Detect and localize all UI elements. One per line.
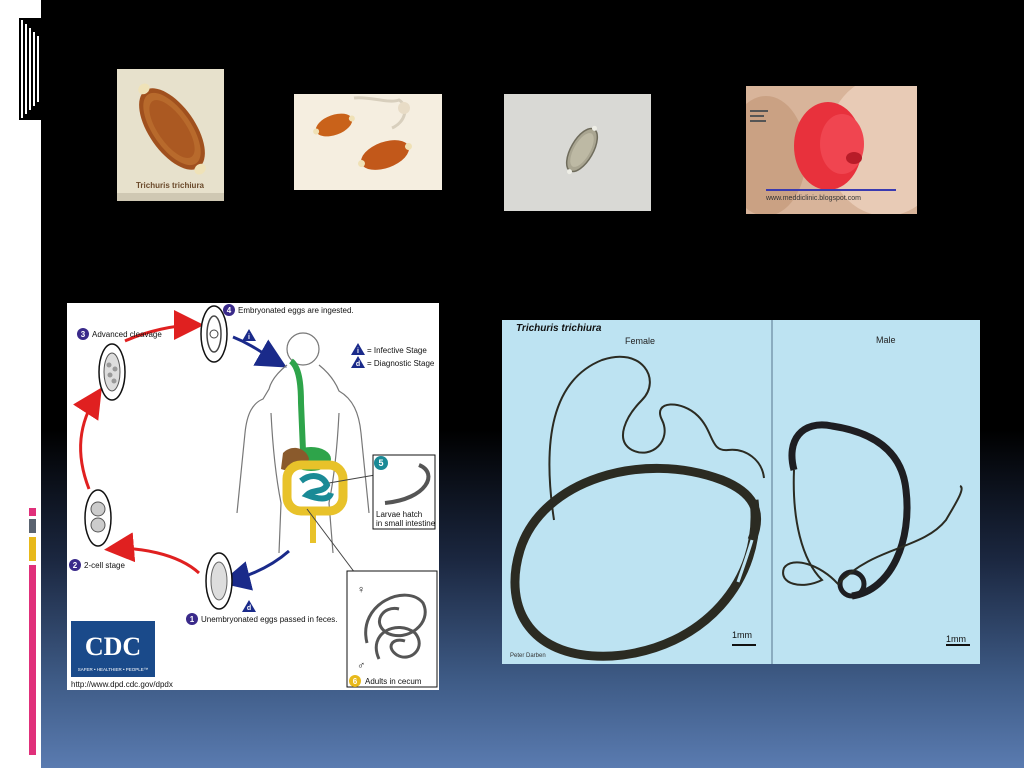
accent-bar-pink-long: [29, 565, 36, 755]
arrow-host-to-1: [220, 549, 290, 591]
egg-stage-3: [98, 343, 126, 401]
stage-5-line1: Larvae hatch: [376, 510, 422, 519]
stage-num-4: 4: [227, 306, 232, 315]
egg-stage-2: [84, 489, 112, 547]
arrow-4-to-host: [232, 335, 287, 368]
female-worm-tail: [548, 355, 765, 521]
cdc-logo-text: CDC: [85, 632, 141, 661]
female-worm-body: [510, 464, 761, 661]
colon: [282, 460, 348, 516]
stage-4-label: Embryonated eggs are ingested.: [238, 306, 354, 315]
stage-5-line2: in small intestine: [376, 519, 436, 528]
egg-stage-4: [200, 305, 228, 363]
egg-stage-1: [205, 552, 233, 610]
badge-diagnostic-arrow: d: [247, 605, 251, 612]
small-intestine: [299, 473, 334, 502]
cdc-logo: [71, 621, 155, 677]
badge-infective-arrow: i: [248, 334, 250, 341]
arrow-1-to-2: [104, 532, 201, 575]
cdc-url: http://www.dpd.cdc.gov/dpdx: [71, 680, 173, 689]
worm-photo-title: Trichuris trichiura: [516, 323, 602, 334]
stage-num-2: 2: [73, 561, 78, 570]
legend-i-badge: i: [357, 348, 359, 355]
cdc-tagline: SAFER • HEALTHIER • PEOPLE™: [78, 667, 149, 672]
accent-bar-gray: [29, 519, 36, 533]
accent-bar-pink-top: [29, 508, 36, 516]
scale-bar-female: 1mm: [732, 630, 752, 640]
stage-1-label: Unembryonated eggs passed in feces.: [201, 615, 338, 624]
stage-num-6: 6: [353, 677, 358, 686]
stage-6-label: Adults in cecum: [365, 677, 422, 686]
female-symbol: ♀: [357, 584, 365, 596]
male-symbol: ♂: [357, 660, 365, 672]
egg-photo-brown: Trichuris trichiura: [117, 69, 224, 201]
rectal-prolapse-photo: www.meddiclinic.blogspot.com: [746, 86, 917, 214]
life-cycle-diagram: 5 Larvae hatch in small intestine ♀ ♂ 6 …: [67, 303, 439, 690]
photo-credit: Peter Darben: [510, 653, 546, 659]
scale-bar-male: 1mm: [946, 634, 966, 644]
egg-photo-caption: Trichuris trichiura: [136, 181, 205, 190]
female-label: Female: [625, 336, 655, 346]
prolapse-watermark: www.meddiclinic.blogspot.com: [765, 195, 861, 202]
stage-num-1: 1: [190, 615, 195, 624]
arrow-2-to-3: [73, 387, 102, 490]
legend-diagnostic: = Diagnostic Stage: [367, 359, 435, 368]
legend-infective: = Infective Stage: [367, 346, 427, 355]
esophagus: [288, 358, 306, 452]
male-worm-tail: [782, 469, 963, 586]
corner-stripes-decoration: [19, 18, 41, 120]
stage-3-label: Advanced cleavage: [92, 330, 162, 339]
egg-photo-grey: [504, 94, 651, 211]
stage-num-5: 5: [378, 458, 383, 468]
stage-num-3: 3: [81, 330, 86, 339]
eggs-photo-orange: [294, 94, 442, 190]
legend-d-badge: d: [356, 361, 360, 368]
stage-2-label: 2-cell stage: [84, 561, 125, 570]
arrow-3-to-4: [124, 310, 204, 343]
accent-bar-yellow: [29, 537, 36, 561]
worm-specimens-photo: Trichuris trichiura Female Male 1mm 1mm …: [502, 320, 980, 664]
male-worm-body: [788, 421, 911, 600]
male-label: Male: [876, 335, 896, 345]
